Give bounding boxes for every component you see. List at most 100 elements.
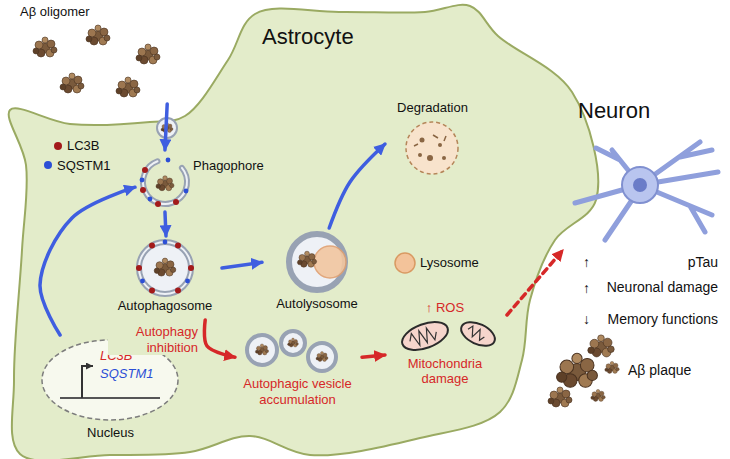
endocytic-vesicle bbox=[161, 123, 173, 133]
autophagosome-icon bbox=[149, 243, 155, 249]
autolysosome: Autolysosome bbox=[262, 228, 374, 316]
arrow-connector bbox=[204, 320, 235, 357]
plaque-icon bbox=[548, 387, 572, 407]
effect-label: pTau bbox=[612, 254, 718, 271]
plaque-icon bbox=[588, 335, 614, 357]
degradation-icon bbox=[406, 122, 458, 174]
degradation-icon bbox=[427, 155, 433, 161]
autolysosome-icon bbox=[297, 251, 316, 267]
degradation-icon bbox=[442, 156, 446, 160]
plaque-icon bbox=[548, 335, 619, 407]
node-label: Degradation bbox=[385, 100, 480, 116]
neuron-icon bbox=[596, 148, 640, 185]
mitochondria-icons bbox=[457, 317, 498, 350]
autophagosome-icon bbox=[140, 279, 145, 284]
phagophore-icon bbox=[140, 187, 146, 193]
effect-label: ↑ bbox=[583, 254, 597, 271]
endocytic-vesicle bbox=[157, 118, 177, 138]
mitochondria-icons bbox=[457, 317, 498, 350]
autolysosome-icon bbox=[289, 234, 346, 290]
astrocyte-outline bbox=[9, 5, 599, 459]
node-label: Autolysosome bbox=[262, 296, 372, 312]
node-label: Astrocyte bbox=[262, 24, 392, 50]
neuron-cell: Neuron bbox=[545, 98, 725, 250]
neuron-icon bbox=[640, 142, 712, 185]
legend: LC3B SQSTM1 bbox=[44, 138, 110, 177]
arrow-connector bbox=[329, 144, 385, 228]
node-label: Aβ plaque bbox=[628, 362, 718, 379]
degradation-icon bbox=[438, 143, 442, 147]
effect-label: Memory functions bbox=[596, 311, 718, 328]
neuron-icon bbox=[575, 142, 718, 240]
gene-symbol bbox=[60, 397, 160, 399]
vesicle-icons bbox=[288, 338, 299, 347]
legend-row: SQSTM1 bbox=[44, 158, 110, 174]
arrow-connector bbox=[40, 187, 135, 335]
oligomer-cluster bbox=[33, 25, 160, 97]
arrow-connector bbox=[222, 262, 262, 268]
node-label: Nucleus bbox=[38, 425, 183, 441]
legend-row: LC3B bbox=[54, 138, 110, 154]
phagophore-icon bbox=[142, 167, 148, 173]
mitochondria-icons bbox=[408, 325, 439, 348]
neuron-icon bbox=[640, 172, 718, 185]
arrow-connector bbox=[165, 104, 167, 150]
legend-swatch bbox=[54, 142, 62, 150]
effect-label: ↓ bbox=[583, 311, 597, 328]
oligomer-cluster bbox=[33, 37, 57, 57]
autophagosome: Autophagosome bbox=[110, 236, 222, 320]
oligomer-cluster bbox=[86, 25, 110, 45]
legend-swatch bbox=[44, 161, 52, 169]
arrow-connector bbox=[165, 212, 166, 236]
vesicle-icons bbox=[281, 331, 305, 355]
mitochondria-icons bbox=[398, 317, 498, 356]
mitochondria-icons bbox=[398, 317, 451, 356]
plaque-icon bbox=[591, 389, 605, 401]
arrow-connector bbox=[362, 355, 385, 357]
autophagosome-icon bbox=[185, 279, 190, 284]
oligomer-cluster bbox=[136, 44, 160, 64]
degradation-icon bbox=[406, 122, 458, 174]
mitochondria-icons bbox=[398, 317, 451, 356]
effect-label: ↑ bbox=[583, 280, 597, 297]
mitochondria: ↑ ROSMitochondria damage bbox=[385, 300, 507, 400]
degradation-vesicle: Degradation bbox=[385, 100, 482, 180]
lysosome-icon bbox=[395, 253, 415, 273]
degradation-icon bbox=[418, 153, 422, 157]
gene-symbol bbox=[82, 366, 93, 398]
phagophore-icon bbox=[148, 197, 153, 202]
oligomer-group: Aβ oligomer bbox=[20, 4, 180, 104]
plaque-icon bbox=[605, 361, 619, 373]
phagophore-icon bbox=[166, 158, 171, 163]
legend-text: LC3B bbox=[67, 138, 100, 154]
autophagosome-icon bbox=[139, 242, 191, 294]
vesicle-cluster: Autophagic vesicle accumulation bbox=[235, 332, 362, 416]
plaque-icon bbox=[557, 353, 598, 387]
vesicle-icons bbox=[247, 335, 277, 365]
node-label: Mitochondria damage bbox=[395, 356, 495, 387]
vesicle-icons bbox=[316, 352, 328, 362]
autophagosome-icon bbox=[175, 288, 181, 294]
autophagosome-icon bbox=[188, 265, 194, 271]
arrow-connector bbox=[507, 250, 563, 315]
lysosome-icon bbox=[395, 253, 415, 273]
node-label: Aβ oligomer bbox=[20, 4, 130, 20]
vesicle-icons bbox=[247, 331, 336, 371]
neuron-icon bbox=[640, 185, 712, 232]
autolysosome-icon bbox=[289, 234, 345, 290]
effect-label: Neuronal damage bbox=[596, 279, 718, 296]
autophagosome-icon bbox=[163, 240, 168, 245]
autolysosome-icon bbox=[314, 246, 346, 278]
endocytic-vesicle bbox=[157, 118, 177, 138]
degradation-icon bbox=[420, 138, 425, 143]
node-label: Lysosome bbox=[420, 255, 492, 271]
legend-text: SQSTM1 bbox=[57, 158, 110, 174]
autophagosome-icon bbox=[154, 258, 176, 276]
phagophore-icon bbox=[140, 158, 189, 207]
node-label: Phagophore bbox=[193, 158, 273, 174]
phagophore-icon bbox=[173, 199, 179, 205]
edge-label: Autophagy inhibition bbox=[108, 324, 198, 355]
degradation-icon bbox=[414, 135, 446, 146]
